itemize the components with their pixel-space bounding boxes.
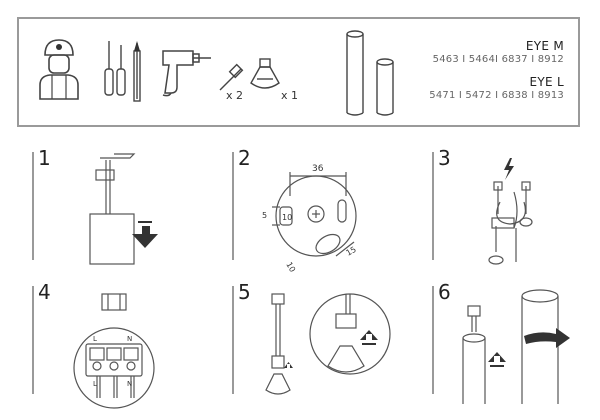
screwdriver-set-icon (104, 41, 141, 102)
step-number: 6 (438, 280, 451, 304)
model-name: EYE M (525, 39, 564, 53)
step-divider (232, 286, 234, 394)
step-number: 5 (238, 280, 251, 304)
bulb-quantity: x 1 (281, 89, 299, 102)
rotate-arrow-icon (524, 328, 570, 348)
up-arrow-icon (488, 352, 506, 362)
mounting-plate-diagram: 36 5 10 15 10 (262, 164, 358, 273)
model-eye-m: EYE M 5463 I 5464I 6837 I 8912 (433, 39, 564, 65)
step-2: 2 36 5 10 15 10 (230, 146, 420, 273)
dim-width: 36 (312, 164, 324, 174)
model-name: EYE L (529, 75, 564, 89)
dim-slot-height: 10 (282, 213, 292, 222)
step-3-illustration (488, 158, 533, 265)
model-codes: 5471 I 5472 I 6838 I 8913 (429, 90, 564, 101)
down-arrow-icon (132, 226, 158, 248)
step-number: 2 (238, 146, 251, 170)
cylinder-mount-diagram (462, 289, 570, 404)
anchor-quantity: x 2 (226, 89, 244, 102)
lightning-icon (504, 158, 514, 180)
terminal-label-bottom-l: L (93, 380, 97, 388)
wiring-terminal-diagram: L N L N (73, 293, 155, 409)
step-divider (32, 152, 34, 260)
step-4: 4 L N L N (30, 280, 220, 409)
up-arrow-icon (360, 330, 378, 340)
dim-slot-width: 5 (262, 211, 267, 220)
model-eye-l: EYE L 5471 I 5472 I 6838 I 8913 (429, 75, 564, 101)
step-3: 3 (430, 146, 600, 272)
lamp-cylinder-large-icon (346, 30, 364, 116)
terminal-label-bottom-n: N (127, 380, 132, 388)
tools-panel: x 2 x 1 EYE M 5463 I 5464I 6837 I 8912 E… (17, 17, 580, 127)
step-divider (32, 286, 34, 394)
step-6: 6 (430, 280, 600, 406)
gu10-bulb-icon (250, 58, 280, 89)
up-arrow-small-icon (284, 362, 293, 368)
drill-icon (162, 50, 211, 97)
step-number: 1 (38, 146, 51, 170)
model-codes: 5463 I 5464I 6837 I 8912 (432, 54, 564, 65)
step-divider (232, 152, 234, 260)
step-number: 4 (38, 280, 51, 304)
dim-diag-a: 15 (345, 245, 358, 258)
step-number: 3 (438, 146, 451, 170)
step-divider (432, 286, 434, 394)
step-1: 1 (30, 146, 220, 272)
lamp-cylinder-small-icon (376, 58, 394, 116)
installer-icon (39, 39, 79, 100)
terminal-label-top-n: N (127, 335, 132, 343)
dim-diag-b: 10 (284, 261, 297, 273)
wall-anchor-icon (219, 63, 244, 91)
bulb-insertion-diagram (265, 293, 391, 395)
step-1-illustration (89, 153, 158, 265)
step-divider (432, 152, 434, 260)
terminal-label-top-l: L (93, 335, 97, 343)
step-5: 5 (230, 280, 420, 406)
